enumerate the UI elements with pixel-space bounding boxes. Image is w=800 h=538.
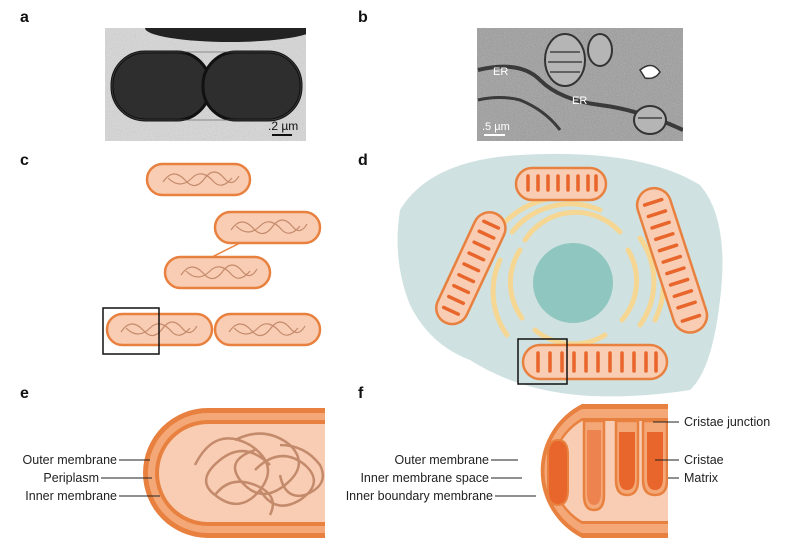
mitochondrion-right bbox=[635, 186, 709, 334]
matrix bbox=[553, 421, 668, 521]
label-outer-membrane-e: Outer membrane bbox=[23, 453, 118, 467]
scale-label-b: .5 µm bbox=[482, 121, 510, 133]
label-periplasm: Periplasm bbox=[43, 471, 99, 485]
label-cristae-junction: Cristae junction bbox=[684, 415, 770, 429]
bacterium-membrane-detail bbox=[143, 408, 325, 538]
panel-label-f: f bbox=[358, 385, 364, 402]
dividing-cell bbox=[110, 50, 303, 122]
panel-label-e: e bbox=[20, 385, 29, 402]
label-inner-membrane-space: Inner membrane space bbox=[360, 471, 489, 485]
eukaryotic-cell-schematic bbox=[397, 153, 723, 397]
label-matrix: Matrix bbox=[684, 471, 719, 485]
mitochondrion-callouts: Outer membrane Inner membrane space Inne… bbox=[346, 415, 771, 503]
zoom-box-f bbox=[517, 338, 568, 385]
er-label-1: ER bbox=[493, 66, 508, 78]
mitochondrion-membrane-detail bbox=[540, 404, 668, 538]
panel-label-a: a bbox=[20, 9, 29, 26]
label-cristae: Cristae bbox=[684, 453, 724, 467]
nucleus bbox=[533, 243, 613, 323]
panel-label-d: d bbox=[358, 152, 368, 169]
bacterium-callouts: Outer membrane Periplasm Inner membrane bbox=[23, 453, 160, 503]
cristae bbox=[547, 419, 668, 512]
bacteria-division-schematic bbox=[102, 162, 322, 355]
zoom-box-e bbox=[102, 307, 160, 355]
panel-label-c: c bbox=[20, 152, 29, 169]
label-inner-boundary-membrane: Inner boundary membrane bbox=[346, 489, 493, 503]
label-inner-membrane: Inner membrane bbox=[25, 489, 117, 503]
bacterium-5 bbox=[213, 312, 322, 347]
mitochondrion-top bbox=[514, 166, 608, 202]
er-label-2: ER bbox=[572, 95, 587, 107]
mitochondrion-left bbox=[435, 211, 507, 326]
bacterium-1 bbox=[145, 162, 252, 197]
mitochondrion-bottom bbox=[521, 343, 669, 381]
panel-label-b: b bbox=[358, 9, 368, 26]
cytoplasm bbox=[159, 424, 325, 522]
bacterium-3 bbox=[163, 255, 272, 290]
scale-label-a: .2 µm bbox=[268, 119, 298, 133]
label-outer-membrane-f: Outer membrane bbox=[395, 453, 490, 467]
bacterium-2 bbox=[213, 210, 322, 245]
micrograph-bacterium: .2 µm bbox=[105, 28, 306, 141]
nucleoid-dna bbox=[193, 432, 325, 516]
micrograph-mitochondria: ER ER .5 µm bbox=[477, 28, 683, 141]
em-mitochondrion bbox=[544, 33, 586, 87]
